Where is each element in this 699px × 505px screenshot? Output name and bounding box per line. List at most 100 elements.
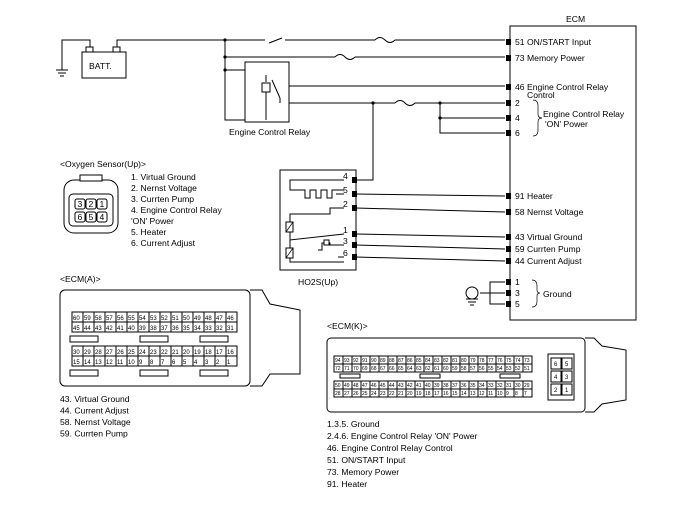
ecm-pin-51-number: 51 (515, 37, 525, 47)
ecm-a-pin-51-label: 51 (172, 316, 179, 322)
relay-fuse (394, 100, 416, 106)
ecm-a-pin-50-label: 50 (183, 316, 190, 322)
ecm-pin-6-terminal (506, 130, 511, 136)
ign-fuse (374, 37, 396, 43)
ecm-a-pin-31 (225, 321, 238, 333)
oxygen-sensor-latch (79, 174, 103, 182)
ecm-a-pin-11-label: 11 (117, 360, 124, 366)
ecm-a-key-6 (199, 369, 229, 377)
ecm-k-pin-23-label: 23 (380, 391, 386, 397)
ecm-k-pin-15-label: 15 (452, 391, 458, 397)
ecm-k-pin-10-label: 10 (497, 391, 503, 397)
ecm-a-pin-24-label: 24 (139, 350, 146, 356)
ecm-k-pin-82-label: 82 (443, 358, 449, 364)
oxygen-sensor-pin-5 (85, 211, 97, 223)
ecm-k-pin-27-label: 27 (344, 391, 350, 397)
ecm-k-pin-68-label: 68 (371, 366, 377, 372)
ho2s-pin-1-terminal (352, 231, 357, 237)
ecm-k-pin-39-label: 39 (434, 383, 440, 389)
ecm-a-pin-46-label: 46 (227, 316, 234, 322)
ecm-k-pin-89-label: 89 (380, 358, 386, 364)
oxygen-sensor-pin-2 (85, 198, 97, 210)
ecm-a-pin-38-label: 38 (150, 326, 157, 332)
ecm-a-pin-14-label: 14 (84, 360, 91, 366)
ecm-pin-46-number: 46 (515, 82, 525, 92)
wire-nernst (355, 207, 506, 213)
ecm-a-title: <ECM(A)> (60, 274, 101, 284)
ecm-k-pin-22-label: 22 (389, 391, 395, 397)
ecm-a-pin-15-label: 15 (73, 360, 80, 366)
ecm-k-pin-3-label: 3 (565, 375, 569, 381)
wire-currten-pump (355, 244, 506, 250)
ground-symbol (466, 298, 478, 306)
oxygen-sensor-pin-4-label: 4 (100, 212, 105, 222)
ecm-k-pin-93-label: 93 (344, 358, 350, 364)
ho2s-pin-2-terminal (352, 205, 357, 211)
ecm-k-pin-51-label: 51 (524, 366, 530, 372)
oxygen-sensor-legend-line-5: 5. Heater (131, 227, 166, 237)
ecm-a-pin-19-label: 19 (194, 350, 201, 356)
ecm-pin-43-label: Virtual Ground (527, 232, 582, 242)
ecm-pin-46-label-cont: Control (527, 90, 555, 100)
ecm-k-pin-80-label: 80 (461, 358, 467, 364)
ecm-a-pin-43-label: 43 (95, 326, 102, 332)
ecm-a-pin-53-label: 53 (150, 316, 157, 322)
mem-fuse (334, 54, 356, 60)
ecm-k-pin-57-label: 57 (470, 366, 476, 372)
ecm-k-pin-36-label: 36 (461, 383, 467, 389)
ecm-k-pin-76-label: 76 (497, 358, 503, 364)
oxygen-sensor-legend-line-1: 2. Nernst Voltage (131, 183, 197, 193)
ecm-a-pin-3-label: 3 (205, 360, 209, 366)
ecm-a-legend-line-0: 43. Virtual Ground (60, 394, 130, 404)
ecm-k-pin-17-label: 17 (434, 391, 440, 397)
battery-ground-symbol (56, 69, 68, 77)
wire-current-adjust (355, 256, 506, 262)
wire-virtual-ground (355, 233, 506, 238)
ecm-a-pin-20-label: 20 (183, 350, 190, 356)
ecm-k-pin-91-label: 91 (362, 358, 368, 364)
ecm-k-connector (326, 337, 586, 413)
ecm-pin-3-terminal (506, 290, 511, 296)
oxygen-sensor-pin-3 (74, 198, 86, 210)
ecm-a-pin-5-label: 5 (183, 360, 187, 366)
ecm-k-pin-2-label: 2 (554, 388, 558, 394)
ecm-pin-59-terminal (506, 246, 511, 252)
ecm-a-pin-56-label: 56 (117, 316, 124, 322)
ecm-pin-5-terminal (506, 301, 511, 307)
ecm-k-pin-73-label: 73 (524, 358, 530, 364)
ecm-pin-46-terminal (506, 84, 511, 90)
ho2s-pin-3-terminal (352, 242, 357, 248)
ecm-a-pin-41-label: 41 (117, 326, 124, 332)
battery-terminal-pos (112, 46, 121, 53)
battery-label: BATT. (89, 61, 112, 71)
ecm-k-pin-43-label: 43 (398, 383, 404, 389)
ecm-k-pin-72-label: 72 (335, 366, 341, 372)
ecm-k-pin-74-label: 74 (515, 358, 521, 364)
ecm-pin-73-label: Memory Power (527, 53, 585, 63)
ecm-k-pin-79-label: 79 (470, 358, 476, 364)
ecm-k-pin-21-label: 21 (398, 391, 404, 397)
ecm-k-legend-line-0: 1.3.5. Ground (327, 419, 380, 429)
ecm-a-pin-59-label: 59 (84, 316, 91, 322)
oxygen-sensor-legend-line-6: 6. Current Adjust (131, 238, 196, 248)
ecm-a-pin-35-label: 35 (183, 326, 190, 332)
ecm-k-pin-28-label: 28 (335, 391, 341, 397)
oxygen-sensor-pin-6-label: 6 (78, 212, 83, 222)
mem-wire (224, 40, 335, 58)
relay-on-branch (439, 103, 505, 134)
ecm-a-pin-7-label: 7 (161, 360, 165, 366)
oxygen-sensor-legend-line-2: 3. Currten Pump (131, 194, 194, 204)
ecm-a-pin-23-label: 23 (150, 350, 157, 356)
ecm-k-pin-12-label: 12 (479, 391, 485, 397)
ho2s-pin-5-terminal (352, 191, 357, 197)
ecm-pin-46-label: Engine Control Relay (527, 82, 609, 92)
oxygen-sensor-pin-3-label: 3 (78, 199, 83, 209)
ecm-a-pin-27-label: 27 (106, 350, 113, 356)
ecm-pin-4-terminal (506, 115, 511, 121)
ecm-pin-44-terminal (506, 258, 511, 264)
ecm-pin-43-terminal (506, 234, 511, 240)
relay-contact (271, 79, 281, 103)
ecm-k-pin-86-label: 86 (407, 358, 413, 364)
oxygen-sensor-legend-line-0: 1. Virtual Ground (131, 172, 196, 182)
ecm-k-pin-18-label: 18 (425, 391, 431, 397)
